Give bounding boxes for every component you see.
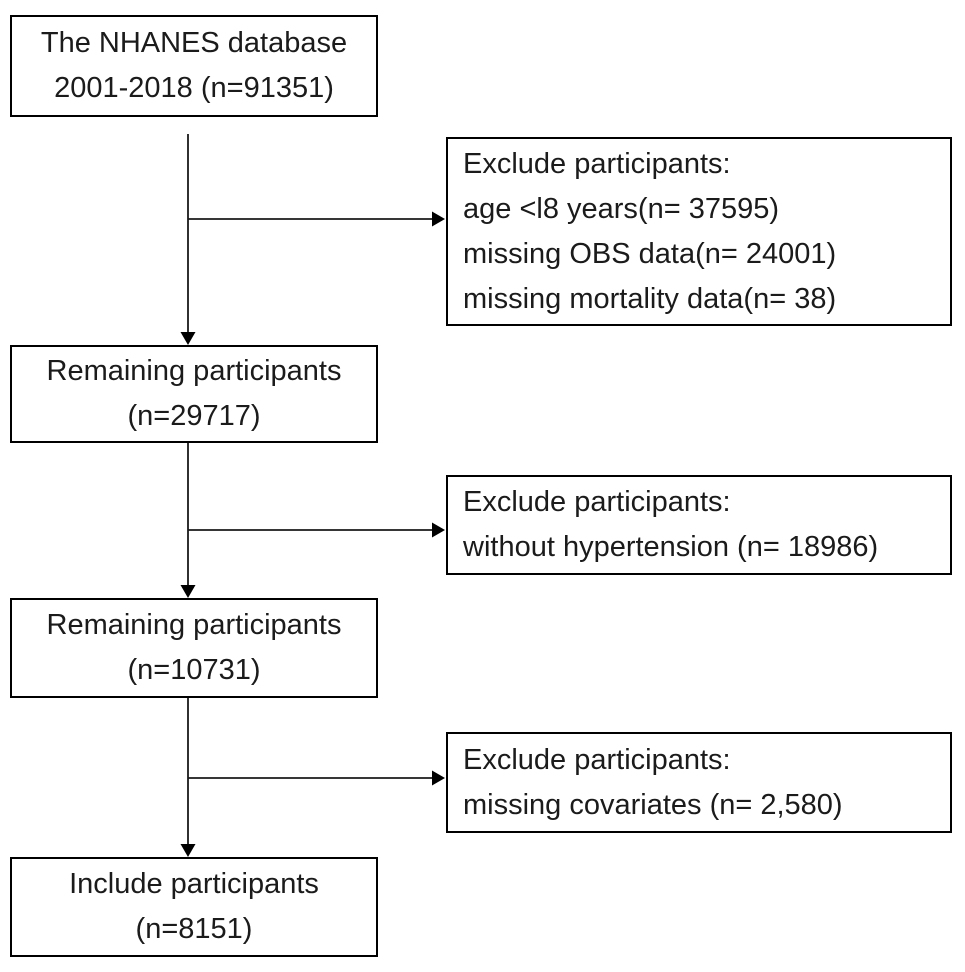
arrowhead-right-icon bbox=[432, 522, 445, 538]
connector-branch-to-exclude1 bbox=[188, 211, 445, 227]
box-text-line: (n=29717) bbox=[127, 400, 261, 432]
box-text-line: age <l8 years(n= 37595) bbox=[463, 192, 779, 225]
connector-branch-to-exclude3 bbox=[188, 770, 445, 786]
box-text-line: Remaining participants bbox=[46, 355, 342, 387]
box-text-line: Exclude participants: bbox=[463, 147, 731, 180]
connector-remaining2-to-include bbox=[180, 698, 196, 857]
box-text-line: without hypertension (n= 18986) bbox=[463, 531, 879, 563]
box-exclude-3: Exclude participants: missing covariates… bbox=[446, 732, 952, 833]
box-text-line: 2001-2018 (n=91351) bbox=[54, 72, 334, 104]
box-include-participants: Include participants (n=8151) bbox=[10, 857, 378, 957]
box-exclude-2: Exclude participants: without hypertensi… bbox=[446, 475, 952, 575]
connector-branch-to-exclude2 bbox=[188, 522, 445, 538]
box-text-line: missing mortality data(n= 38) bbox=[463, 282, 837, 315]
arrowhead-down-icon bbox=[180, 844, 196, 857]
connector-database-to-remaining1 bbox=[180, 134, 196, 345]
box-remaining-participants-2: Remaining participants (n=10731) bbox=[10, 598, 378, 698]
box-exclude-1: Exclude participants: age <l8 years(n= 3… bbox=[446, 137, 952, 326]
box-nhanes-database: The NHANES database 2001-2018 (n=91351) bbox=[10, 15, 378, 117]
box-text-line: (n=10731) bbox=[127, 654, 261, 686]
box-text-line: Remaining participants bbox=[46, 609, 342, 641]
box-text-line: (n=8151) bbox=[135, 913, 253, 945]
arrowhead-down-icon bbox=[180, 585, 196, 598]
box-text-line: The NHANES database bbox=[40, 27, 348, 59]
box-text-line: Exclude participants: bbox=[463, 743, 731, 776]
box-text-line: missing OBS data(n= 24001) bbox=[463, 237, 837, 270]
arrowhead-down-icon bbox=[180, 332, 196, 345]
box-text-line: Include participants bbox=[69, 868, 319, 900]
connector-remaining1-to-remaining2 bbox=[180, 443, 196, 598]
box-text-line: missing covariates (n= 2,580) bbox=[463, 788, 843, 821]
arrowhead-right-icon bbox=[432, 211, 445, 227]
box-remaining-participants-1: Remaining participants (n=29717) bbox=[10, 345, 378, 443]
box-text-line: Exclude participants: bbox=[463, 486, 731, 518]
arrowhead-right-icon bbox=[432, 770, 445, 786]
